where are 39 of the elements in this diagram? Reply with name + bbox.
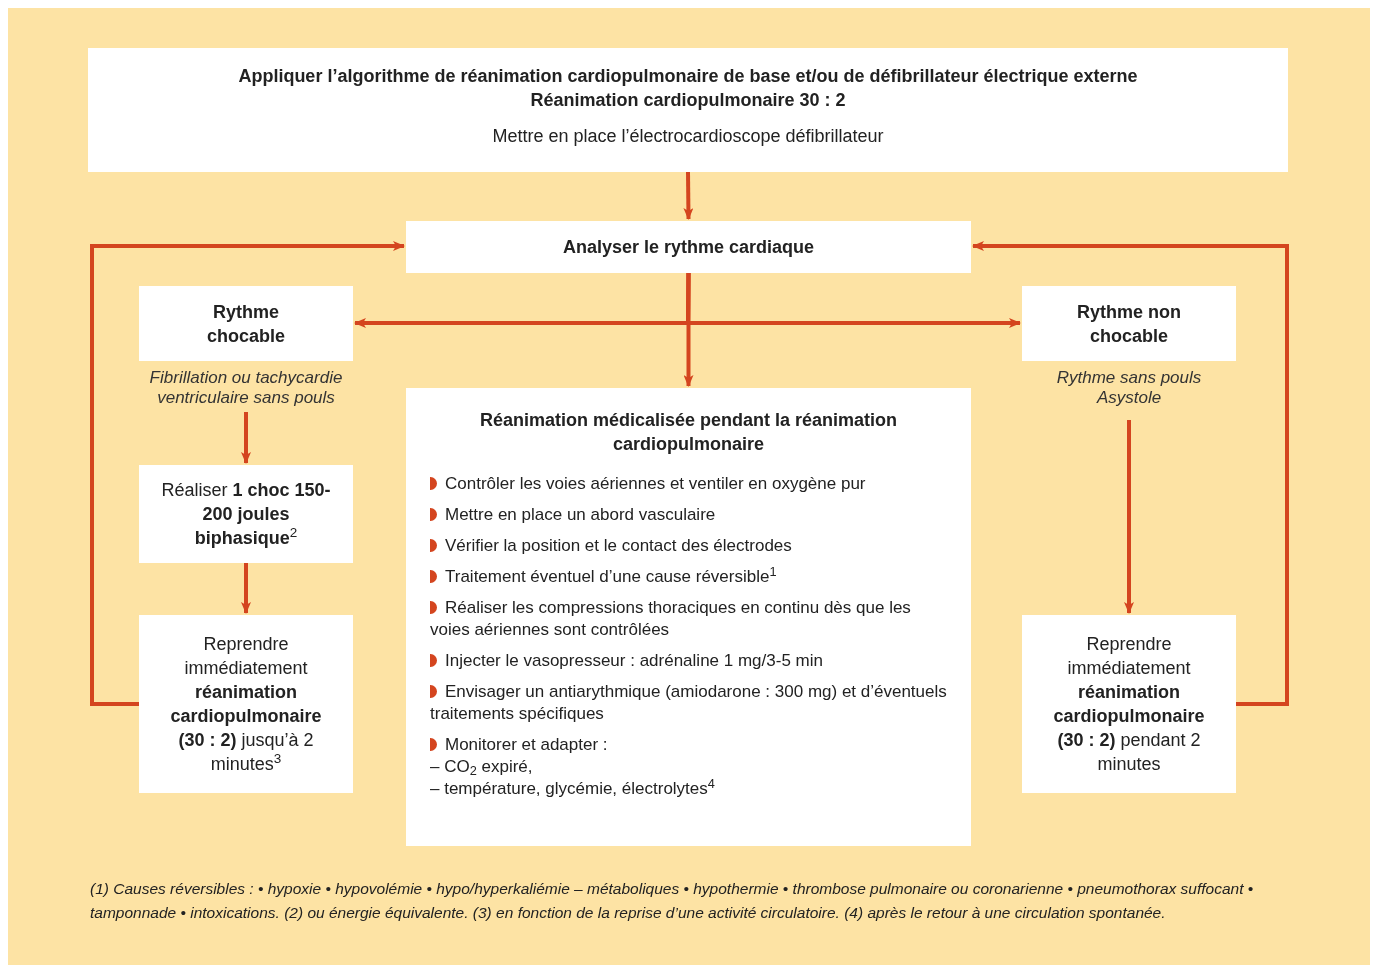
instruction-box [88, 48, 1288, 172]
rhythm-box [139, 286, 353, 361]
process-box [406, 221, 971, 273]
process-box [139, 615, 353, 793]
body-text: Mettre en place l’électrocardioscope défibrillateur [491, 125, 885, 148]
description-text: Fibrillation ou tachycardie ventriculaire sans pouls [148, 368, 344, 408]
heading-text: Rythme chocable [206, 300, 286, 348]
rhythm-box [1022, 286, 1236, 361]
arrow [241, 412, 251, 464]
body-text: – température, glycémie, électrolytes$^{4}$ [430, 778, 716, 800]
heading-text: Analyser le rythme cardiaque [561, 236, 816, 259]
footnote-text: (1) Causes réversibles : • hypoxie • hypovolémie • hypo/hyperkaliémie – métaboliques • hypothermie • thrombose pulmonaire ou coronarienne • pneumothorax suffocant • tamponnade • intoxications. (2) ou énergie équivalente. (3) en fonction de la reprise d’une activité circulatoire. (4) après le retour à une circulation spontanée. [90, 879, 1255, 923]
heading-text: Appliquer l’algorithme de réanimation cardiopulmonaire de base et/ou de défibrillateur électrique externe [237, 65, 1139, 88]
process-box [139, 465, 353, 563]
arrow [241, 563, 251, 614]
bullet-item-text: Contrôler les voies aériennes et ventiler en oxygène pur [430, 473, 947, 495]
arrow [685, 273, 1021, 328]
description-text: Rythme sans pouls Asystole [1055, 368, 1203, 408]
heading-text: Réanimation cardiopulmonaire 30 : 2 [529, 89, 847, 112]
process-box [1022, 615, 1236, 793]
bullet-item-text: Injecter le vasopresseur : adrénaline 1 mg/3-5 min [430, 650, 947, 672]
bullet-item-text: Mettre en place un abord vasculaire [430, 504, 947, 526]
bullet-item-text: Traitement éventuel d’une cause réversible$^{1}$ [430, 566, 947, 588]
bullet-item-text: Vérifier la position et le contact des électrodes [430, 535, 947, 557]
body-text: Reprendre immédiatement réanimation cardiopulmonaire (30 : 2) jusqu’à 2 minutes$^{3}$ [169, 633, 323, 776]
bullet-item-text: Envisager un antiarythmique (amiodarone : 300 mg) et d’éventuels traitements spécifiques [430, 681, 947, 725]
arrow [683, 171, 694, 220]
body-text: – CO$_{2}$ expiré, [430, 756, 534, 778]
bullet-item-text: Réaliser les compressions thoraciques en continu dès que les voies aériennes sont contrôlées [430, 597, 912, 641]
body-text: Reprendre immédiatement réanimation cardiopulmonaire (30 : 2) pendant 2 minutes [1052, 633, 1206, 776]
arrow [683, 273, 694, 387]
heading-text: Réanimation médicalisée pendant la réanimation cardiopulmonaire [478, 409, 899, 456]
treatment-box [406, 388, 971, 846]
arrow [1124, 420, 1134, 614]
heading-text: Rythme non chocable [1076, 300, 1182, 348]
arrow [972, 241, 1289, 706]
arrow [90, 241, 405, 706]
bullet-item-text: Monitorer et adapter : [430, 734, 947, 756]
body-text: Réaliser 1 choc 150-200 joules biphasique$^{2}$ [160, 479, 332, 550]
